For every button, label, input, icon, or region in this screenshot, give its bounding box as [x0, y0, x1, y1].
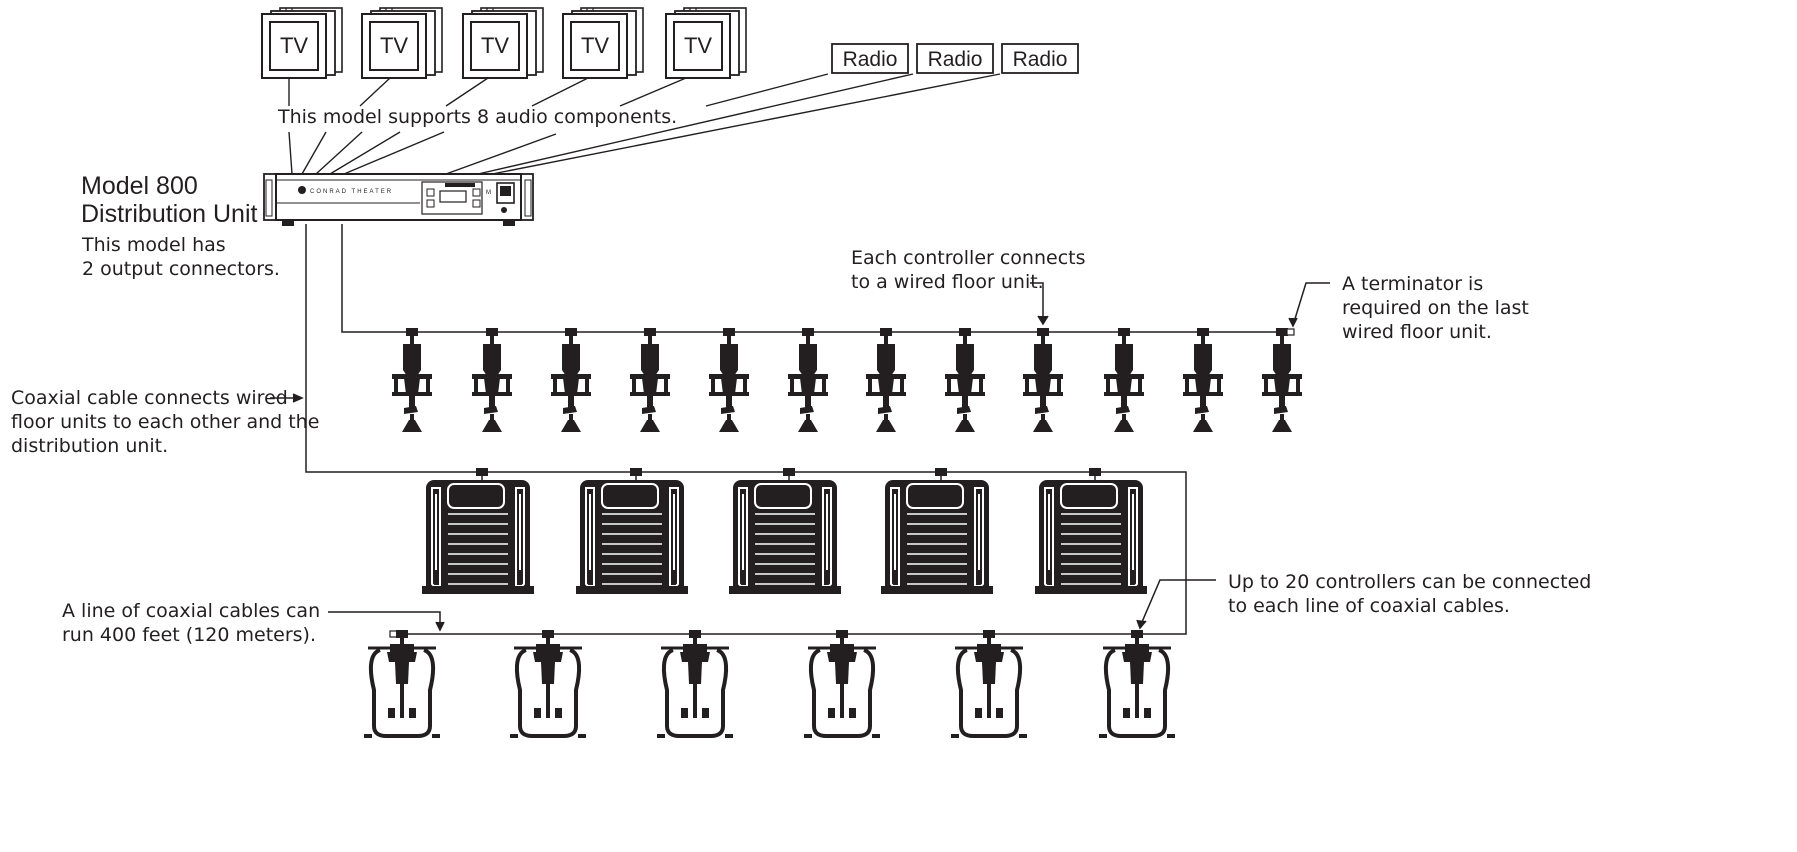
run-length-note-line-1: A line of coaxial cables can: [62, 600, 321, 622]
controller-limit-note: Up to 20 controllers can be connected to…: [1228, 570, 1591, 618]
controller-note: Each controller connects to a wired floo…: [851, 246, 1086, 294]
audio-cables: [288, 73, 1001, 175]
terminator-note-line-1: A terminator is: [1342, 273, 1484, 295]
tv-label: TV: [684, 33, 712, 58]
model-title-line-2: Distribution Unit: [81, 200, 258, 228]
distribution-unit: CONRAD THEATER M: [263, 173, 534, 226]
tv-label: TV: [380, 33, 408, 58]
tv-label: TV: [581, 33, 609, 58]
radio-label: Radio: [843, 48, 898, 71]
seating-row: [421, 468, 1148, 595]
outputs-note-line-2: 2 output connectors.: [82, 258, 280, 280]
terminator: [1286, 328, 1295, 336]
coax-note-line-2: floor units to each other and the: [11, 411, 320, 433]
terminator-note-line-3: wired floor unit.: [1342, 321, 1492, 343]
coax-note: Coaxial cable connects wired floor units…: [11, 386, 319, 458]
model-title-line-1: Model 800: [81, 172, 198, 200]
radio-label: Radio: [1013, 48, 1068, 71]
radio-group: Radio Radio Radio: [831, 43, 1079, 74]
unit-brand: CONRAD THEATER: [310, 189, 393, 195]
outputs-note-line-1: This model has: [82, 234, 226, 256]
controller-note-line-2: to a wired floor unit.: [851, 271, 1044, 293]
tv-label: TV: [481, 33, 509, 58]
coax-note-line-1: Coaxial cable connects wired: [11, 387, 288, 409]
outputs-note: This model has 2 output connectors.: [82, 233, 280, 281]
terminator-note: A terminator is required on the last wir…: [1342, 272, 1529, 344]
audio-support-label: This model supports 8 audio components.: [278, 106, 678, 128]
wired-floor-units-row-1: [392, 328, 1302, 432]
coax-note-line-3: distribution unit.: [11, 435, 169, 457]
callout-leaders: [270, 282, 1330, 632]
controller-limit-note-line-1: Up to 20 controllers can be connected: [1228, 571, 1592, 593]
controller-limit-note-line-2: to each line of coaxial cables.: [1228, 595, 1510, 617]
unit-button-label: M: [486, 190, 491, 196]
terminator-note-line-2: required on the last: [1342, 297, 1529, 319]
radio-box-1: [831, 43, 909, 74]
radio-label: Radio: [928, 48, 983, 71]
tv-group: TV TV TV TV TV: [261, 7, 747, 79]
run-length-note-line-2: run 400 feet (120 meters).: [62, 624, 317, 646]
radio-box-3: [1001, 43, 1079, 74]
run-length-note: A line of coaxial cables can run 400 fee…: [62, 599, 320, 647]
tv-label: TV: [280, 33, 308, 58]
controller-note-line-1: Each controller connects: [851, 247, 1086, 269]
wired-floor-units-row-3: [362, 628, 1177, 740]
radio-box-2: [916, 43, 994, 74]
